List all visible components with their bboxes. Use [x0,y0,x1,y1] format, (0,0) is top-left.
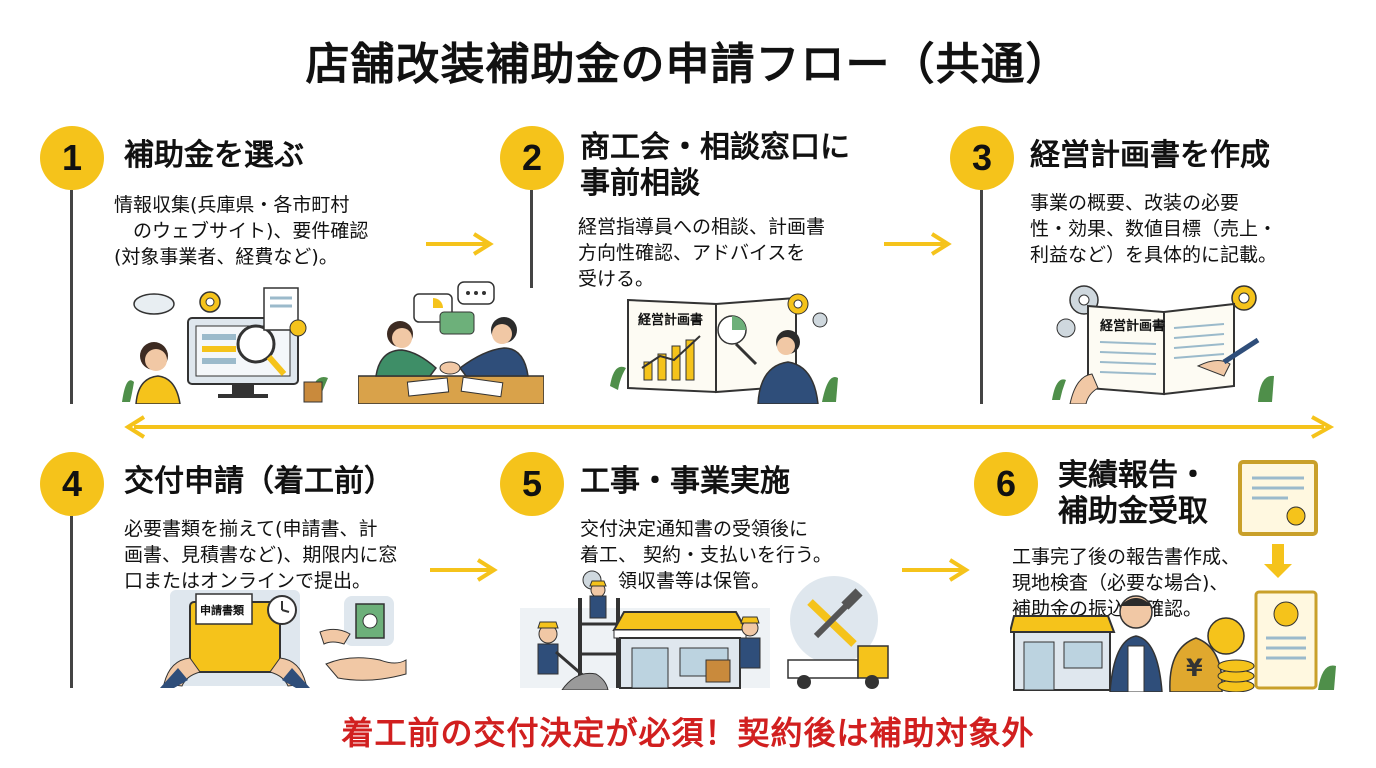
construction-shop-illustration [520,570,889,690]
step-1-title: 補助金を選ぶ [124,138,304,173]
consultation-handshake-illustration [358,281,544,404]
writing-plan-illustration: 経営計画書 [1052,285,1274,404]
step-1-description: 情報収集(兵庫県・各市町村 のウェブサイト)、要件確認 (対象事業者、経費など)… [114,194,369,268]
step-4-description: 必要書類を揃えて(申請書、計 画書、見積書など)、期限内に窓 口またはオンライン… [124,518,398,592]
step-2-description: 経営指導員への相談、計画書 方向性確認、アドバイスを 受ける。 [578,216,826,290]
money-bag-yen-symbol: ¥ [1186,654,1203,682]
step-2-timeline [530,190,533,288]
step-5-description: 交付決定通知書の受領後に 着工、 契約・支払いを行う。 領収書等は保管。 [580,518,832,592]
step-3-description: 事業の概要、改装の必要 性・効果、数値目標（売上・ 利益など）を具体的に記載。 [1030,192,1278,266]
step-6-description: 工事完了後の報告書作成、 現地検査（必要な場合)、 補助金の振込を確認。 [1012,546,1241,620]
step-6-badge: 6 [974,452,1038,516]
plan-book-label: 経営計画書 [638,312,703,328]
step-3-badge: 3 [950,126,1014,190]
step-3-title: 経営計画書を作成 [1030,138,1270,173]
application-documents-illustration: 申請書類 [160,590,407,688]
warning-message: 着工前の交付決定が必須！契約後は補助対象外 [341,714,1035,752]
step-2-badge: 2 [500,126,564,190]
certificate-illustration [1238,460,1318,578]
step-5-title: 工事・事業実施 [580,464,790,499]
shop-owner-money-illustration: ¥ [1010,590,1336,692]
step-2-title: 商工会・相談窓口に 事前相談 [580,130,850,201]
step-4-badge: 4 [40,452,104,516]
arrow-right-4-icon [430,558,498,582]
step-6-title: 実績報告・ 補助金受取 [1058,458,1208,529]
step-1-badge: 1 [40,126,104,190]
step-4-title: 交付申請（着工前） [124,464,394,499]
page-title: 店舗改装補助金の申請フロー（共通） [305,39,1071,90]
step-4-timeline [70,516,73,688]
arrow-right-2-icon [884,232,952,256]
step-5-badge: 5 [500,452,564,516]
plan-book-label-3: 経営計画書 [1100,318,1165,334]
plan-book-illustration: 経営計画書 [610,293,838,404]
row-connector-arrow-icon [124,415,1335,439]
arrow-right-5-icon [902,558,970,582]
arrow-right-1-icon [426,232,494,256]
application-folder-label: 申請書類 [200,603,245,617]
step-3-timeline [980,190,983,404]
research-computer-illustration [122,287,328,404]
step-1-timeline [70,190,73,404]
